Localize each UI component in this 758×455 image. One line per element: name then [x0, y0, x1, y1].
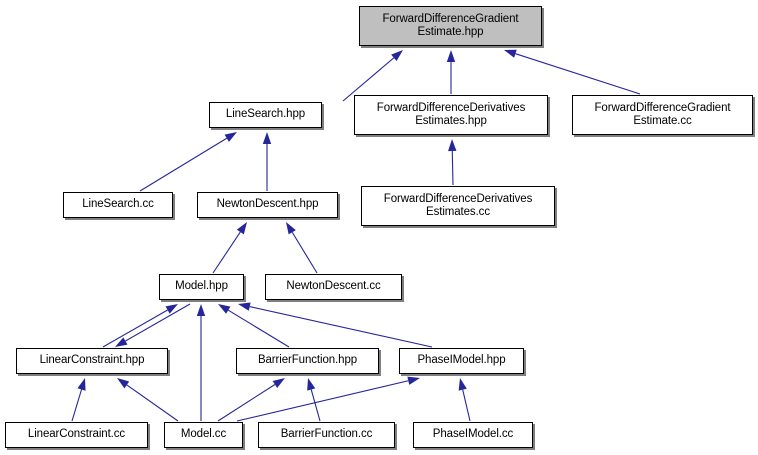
node-label: NewtonDescent.cc	[286, 280, 381, 293]
node-phaseimodel_cc[interactable]: PhaseIModel.cc	[413, 422, 533, 448]
edge-line	[310, 389, 321, 422]
edge-linesearch_cc-to-linesearch_hpp	[139, 132, 237, 192]
node-linesearch_cc[interactable]: LineSearch.cc	[63, 192, 173, 218]
node-label: NewtonDescent.hpp	[216, 198, 319, 211]
edge-arrowhead	[77, 378, 86, 391]
node-newtondescent_cc[interactable]: NewtonDescent.cc	[265, 274, 402, 300]
edge-line	[139, 137, 228, 192]
node-fdge_cc[interactable]: ForwardDifferenceGradient Estimate.cc	[572, 95, 753, 135]
edge-line	[125, 303, 191, 342]
edge-arrowhead	[236, 222, 247, 235]
node-barrierfunction_cc[interactable]: BarrierFunction.cc	[258, 422, 395, 448]
edge-model_cc-to-phaseimodel_hpp	[236, 376, 420, 422]
edge-model_cc-to-linearconstraint_hpp	[117, 378, 179, 422]
node-fdge_hpp[interactable]: ForwardDifferenceGradient Estimate.hpp	[359, 6, 542, 46]
edge-arrowhead	[196, 304, 206, 316]
edge-arrowhead	[286, 222, 296, 235]
edge-arrowhead	[458, 378, 467, 391]
edge-phaseimodel_hpp-to-model_hpp	[238, 302, 433, 348]
node-newtondescent_hpp[interactable]: NewtonDescent.hpp	[197, 192, 338, 218]
edge-linesearch_hpp-to-fdge_hpp	[342, 50, 403, 102]
node-linearconstraint_cc[interactable]: LinearConstraint.cc	[5, 422, 148, 448]
edge-newtondescent_cc-to-newtondescent_hpp	[286, 222, 318, 274]
edge-line	[71, 389, 83, 422]
node-model_hpp[interactable]: Model.hpp	[159, 274, 244, 300]
edge-line	[217, 384, 276, 422]
edge-line	[462, 389, 471, 422]
edge-phaseimodel_cc-to-phaseimodel_hpp	[458, 378, 471, 422]
node-fdde_hpp[interactable]: ForwardDifferenceDerivatives Estimates.h…	[354, 95, 548, 135]
edge-arrowhead	[407, 376, 420, 385]
edge-arrowhead	[446, 50, 456, 62]
edge-line	[342, 57, 395, 102]
edge-line	[227, 309, 290, 348]
node-label: PhaseIModel.hpp	[417, 354, 506, 367]
edge-linearconstraint_cc-to-linearconstraint_hpp	[71, 378, 86, 422]
node-label: BarrierFunction.hpp	[257, 354, 358, 367]
edge-barrierfunction_hpp-to-model_hpp	[218, 304, 290, 348]
edge-model_cc-to-barrierfunction_hpp	[217, 378, 285, 422]
edge-line	[291, 231, 318, 274]
node-label: ForwardDifferenceDerivatives Estimates.c…	[383, 192, 533, 219]
edge-model_hpp-to-linearconstraint_hpp	[115, 303, 191, 347]
edge-barrierfunction_cc-to-barrierfunction_hpp	[307, 378, 321, 422]
edge-arrowhead	[165, 304, 178, 314]
edge-model_cc-to-model_hpp	[196, 304, 206, 421]
node-phaseimodel_hpp[interactable]: PhaseIModel.hpp	[399, 348, 524, 374]
node-label: LineSearch.cc	[82, 198, 154, 211]
node-label: ForwardDifferenceDerivatives Estimates.h…	[376, 101, 526, 128]
edge-line	[212, 231, 241, 274]
edge-arrowhead	[504, 49, 517, 58]
edge-arrowhead	[224, 132, 237, 142]
edge-arrowhead	[307, 378, 316, 391]
edge-fdge_cc-to-fdge_hpp	[504, 49, 641, 95]
node-label: Model.cc	[180, 428, 227, 441]
edge-linearconstraint_hpp-to-model_hpp	[102, 304, 178, 348]
edge-arrowhead	[272, 378, 285, 389]
edge-arrowhead	[115, 337, 128, 347]
node-linearconstraint_hpp[interactable]: LinearConstraint.hpp	[16, 348, 168, 374]
edge-line	[126, 384, 179, 422]
edge-arrowhead	[238, 302, 251, 311]
edge-arrowhead	[117, 378, 130, 389]
edge-arrowhead	[448, 139, 457, 152]
edge-line	[102, 309, 168, 348]
edge-fdde_hpp-to-fdge_hpp	[446, 50, 456, 94]
node-model_cc[interactable]: Model.cc	[164, 422, 243, 448]
edge-line	[451, 150, 454, 186]
node-fdde_cc[interactable]: ForwardDifferenceDerivatives Estimates.c…	[361, 186, 555, 226]
node-label: LineSearch.hpp	[225, 108, 306, 121]
edge-line	[236, 380, 409, 422]
node-label: PhaseIModel.cc	[432, 428, 514, 441]
edge-arrowhead	[218, 304, 231, 314]
node-barrierfunction_hpp[interactable]: BarrierFunction.hpp	[236, 348, 379, 374]
edge-arrowhead	[391, 50, 403, 61]
node-label: BarrierFunction.cc	[280, 428, 373, 441]
node-label: ForwardDifferenceGradient Estimate.hpp	[382, 12, 519, 39]
node-linesearch_hpp[interactable]: LineSearch.hpp	[209, 102, 322, 128]
edge-fdde_cc-to-fdde_hpp	[448, 139, 457, 186]
node-label: ForwardDifferenceGradient Estimate.cc	[594, 101, 731, 128]
node-label: LinearConstraint.hpp	[39, 354, 145, 367]
edge-newtondescent_hpp-to-linesearch_hpp	[262, 132, 272, 191]
edge-line	[249, 306, 433, 348]
edge-line	[515, 53, 641, 95]
node-label: LinearConstraint.cc	[27, 428, 126, 441]
edge-model_hpp-to-newtondescent_hpp	[212, 222, 247, 274]
edge-arrowhead	[262, 132, 272, 144]
node-label: Model.hpp	[175, 280, 228, 293]
